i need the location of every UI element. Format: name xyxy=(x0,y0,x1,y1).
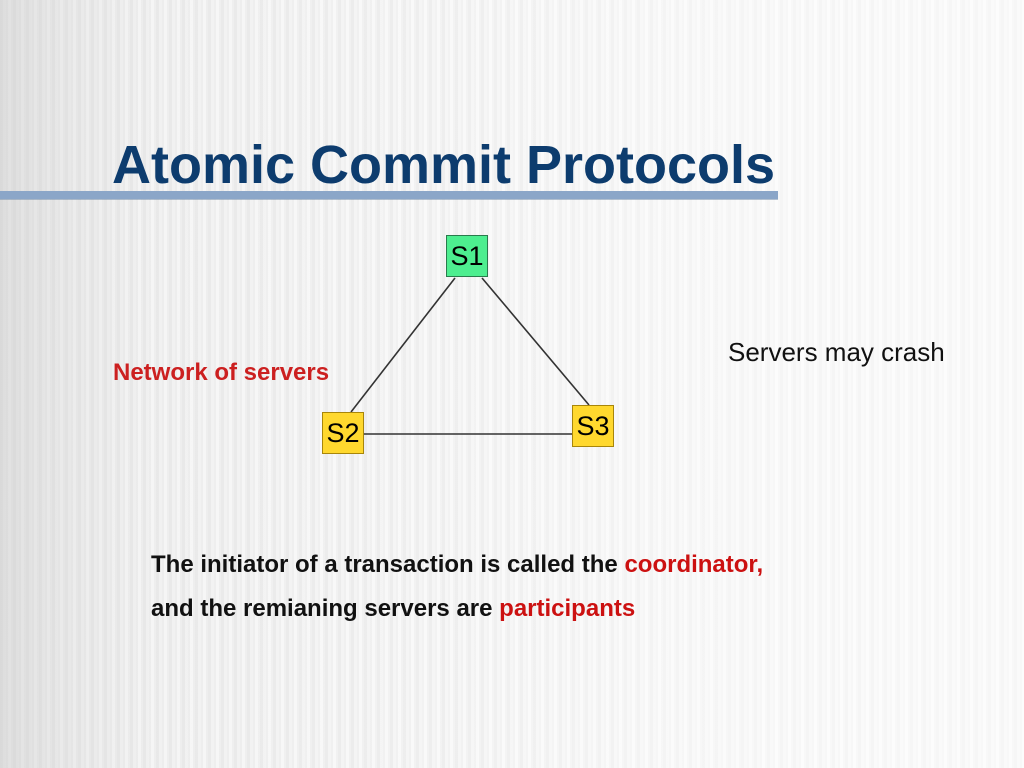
server-node-s2-label: S2 xyxy=(326,417,360,448)
body-line-2: and the remianing servers are participan… xyxy=(151,587,763,631)
slide-title: Atomic Commit Protocols xyxy=(112,135,776,196)
server-node-s1-label: S1 xyxy=(450,240,484,271)
server-node-s3-label: S3 xyxy=(576,410,610,441)
body-line-1: The initiator of a transaction is called… xyxy=(151,543,763,587)
body-line-1-text: The initiator of a transaction is called… xyxy=(151,551,625,578)
annotation-servers-may-crash: Servers may crash xyxy=(728,337,945,367)
body-line-2-emphasis: participants xyxy=(499,595,636,622)
body-line-1-emphasis: coordinator, xyxy=(624,551,764,578)
server-node-s1[interactable]: S1 xyxy=(446,235,488,277)
body-line-2-text: and the remianing servers are xyxy=(151,595,500,622)
server-node-s2[interactable]: S2 xyxy=(322,412,364,454)
body-paragraph: The initiator of a transaction is called… xyxy=(151,543,763,631)
title-underline-rule xyxy=(0,191,778,199)
annotation-network-of-servers: Network of servers xyxy=(113,359,330,386)
server-node-s3[interactable]: S3 xyxy=(572,405,614,447)
